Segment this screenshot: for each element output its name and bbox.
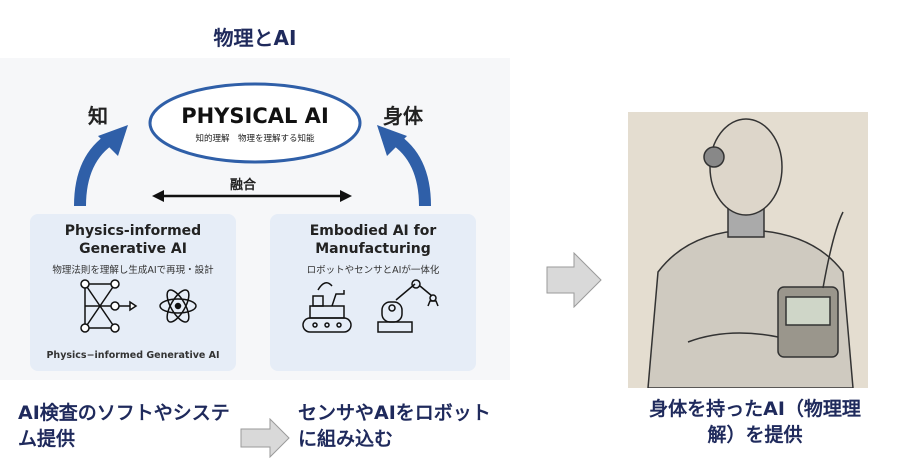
bottom-right-text: センサやAIをロボットに組み込む (298, 402, 491, 450)
left-arrowhead (98, 125, 128, 156)
left-box-heading: Physics-informed Generative AI (64, 223, 202, 257)
slide-title: 物理とAI (213, 26, 297, 50)
physical-ai-diagram: PHYSICAL AI 知的理解 物理を理解する知能 知 身体 融合 Physi… (0, 58, 510, 380)
right-box: Embodied AI for Manufacturing ロボットやセンサとA… (270, 214, 476, 371)
large-right-arrow-icon (546, 252, 602, 308)
center-subtitle: 知的理解 物理を理解する知能 (195, 134, 315, 144)
humanoid-robot-image (647, 118, 854, 389)
fusion-label: 融合 (230, 178, 257, 193)
right-box-subtitle: ロボットやセンサとAIが一体化 (306, 265, 440, 276)
robot-illustration (628, 112, 868, 389)
bottom-left-text: AI検査のソフトやシステム提供 (18, 402, 230, 450)
atom-icon (159, 289, 197, 323)
right-curved-arrow (389, 132, 431, 207)
robot-icons (302, 279, 439, 333)
neural-network-icon (80, 279, 138, 333)
center-title: PHYSICAL AI (181, 104, 329, 128)
neural-network-and-atom-icons (80, 279, 197, 333)
right-arrowhead (377, 125, 407, 156)
small-right-arrow-icon (240, 418, 290, 458)
left-curved-arrow (74, 132, 116, 207)
right-label: 身体 (383, 104, 423, 128)
robot-arm-icon (377, 279, 439, 333)
center-ellipse (148, 82, 362, 164)
right-box-heading: Embodied AI for Manufacturing (309, 223, 437, 257)
diagram-arrows (74, 82, 431, 207)
left-box-footer: Physics−informed Generative AI (46, 350, 220, 361)
left-box: Physics-informed Generative AI 物理法則を理解し生… (30, 214, 236, 371)
crawler-robot-icon (302, 282, 352, 333)
caption: 身体を持ったAI（物理理解）を提供 (649, 398, 861, 446)
left-box-subtitle: 物理法則を理解し生成AIで再現・設計 (52, 265, 214, 276)
left-label: 知 (88, 104, 108, 128)
